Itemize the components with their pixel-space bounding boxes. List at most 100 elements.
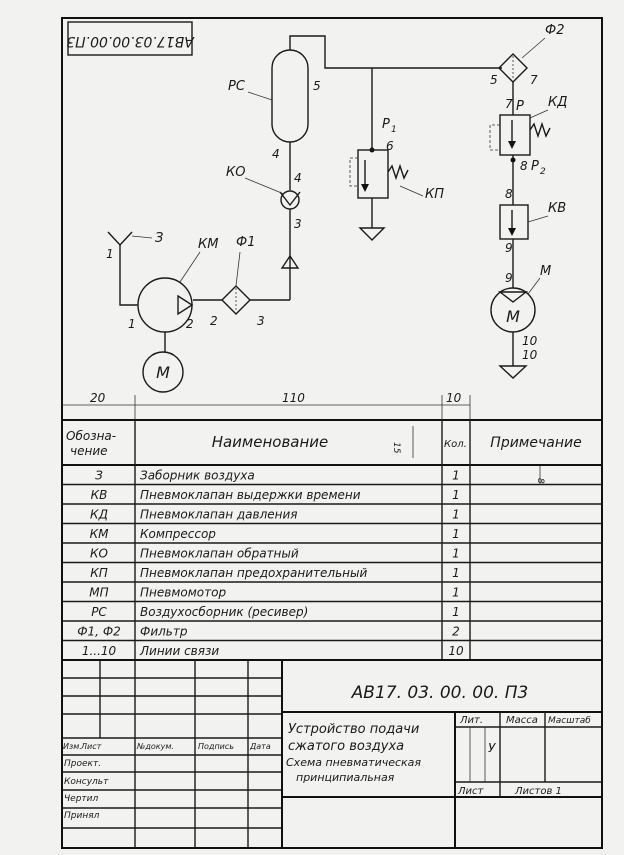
row-code: З xyxy=(95,469,103,483)
svg-text:8: 8 xyxy=(520,159,528,173)
row-qty: 2 xyxy=(452,625,460,639)
dimension-row: 20 110 10 15 8 xyxy=(62,391,545,484)
row-qty: 1 xyxy=(452,586,460,600)
svg-text:2: 2 xyxy=(540,167,546,177)
document-code: АВ17. 03. 00. 00. П3 xyxy=(351,683,529,703)
svg-text:У: У xyxy=(488,741,496,755)
sheet-frame xyxy=(61,17,603,849)
row-name: Пневмомотор xyxy=(140,586,226,600)
svg-text:чение: чение xyxy=(70,444,108,458)
row-code: КП xyxy=(90,566,108,580)
svg-text:принципиальная: принципиальная xyxy=(296,771,395,784)
compressor-symbol xyxy=(137,277,194,333)
row-name: Фильтр xyxy=(140,625,188,639)
svg-text:P: P xyxy=(382,117,390,132)
pneumatic-motor-symbol: М xyxy=(490,287,536,333)
spec-table: Обозна- чение Наименование Кол. Примечан… xyxy=(62,419,602,661)
svg-text:Ф1: Ф1 xyxy=(236,235,255,250)
svg-text:Консульт: Консульт xyxy=(64,777,109,787)
row-name: Компрессор xyxy=(140,527,216,541)
svg-text:КМ: КМ xyxy=(198,237,218,252)
row-code: КД xyxy=(90,508,108,522)
table-row: КО Пневмоклапан обратный 1 xyxy=(62,547,602,564)
air-intake-symbol xyxy=(107,231,133,247)
svg-text:Дата: Дата xyxy=(249,742,271,751)
row-name: Пневмоклапан выдержки времени xyxy=(140,488,361,502)
svg-text:Проект.: Проект. xyxy=(64,759,101,769)
stamp-code: АВ17.03.00.00.П3 xyxy=(66,33,195,49)
svg-text:1: 1 xyxy=(391,125,397,135)
svg-text:2: 2 xyxy=(210,314,218,328)
svg-text:Наименование: Наименование xyxy=(212,433,329,451)
svg-text:Лист: Лист xyxy=(80,742,102,751)
svg-text:5: 5 xyxy=(313,79,321,93)
row-qty: 1 xyxy=(452,469,460,483)
svg-text:4: 4 xyxy=(272,147,280,161)
svg-text:5: 5 xyxy=(490,73,498,87)
svg-text:Лист: Лист xyxy=(457,786,485,797)
table-row: РС Воздухосборник (ресивер) 1 xyxy=(62,605,602,622)
svg-text:9: 9 xyxy=(505,271,513,285)
svg-text:М: М xyxy=(156,363,170,382)
svg-text:3: 3 xyxy=(294,217,302,231)
row-qty: 1 xyxy=(452,566,460,580)
svg-text:Подпись: Подпись xyxy=(198,742,234,751)
row-code: РС xyxy=(91,605,107,619)
title-block: АВ17. 03. 00. 00. П3 Устройство подачи с… xyxy=(62,660,602,848)
svg-text:10: 10 xyxy=(446,391,462,405)
svg-text:Изм.: Изм. xyxy=(63,742,82,751)
svg-text:Примечание: Примечание xyxy=(490,435,581,451)
row-name: Воздухосборник (ресивер) xyxy=(140,605,308,619)
svg-text:Лит.: Лит. xyxy=(459,715,483,726)
row-code: 1...10 xyxy=(82,644,117,658)
svg-text:10: 10 xyxy=(522,348,538,362)
svg-text:З: З xyxy=(155,231,163,246)
row-name: Заборник воздуха xyxy=(140,469,255,483)
line-numbers: 1 1 2 2 3 3 4 4 5 5 6 7 7 8 8 9 9 10 10 xyxy=(106,73,538,362)
svg-text:Листов 1: Листов 1 xyxy=(514,786,562,797)
row-qty: 1 xyxy=(452,547,460,561)
row-name: Пневмоклапан предохранительный xyxy=(140,566,367,580)
svg-text:8: 8 xyxy=(505,187,513,201)
svg-text:сжатого воздуха: сжатого воздуха xyxy=(288,739,404,754)
svg-text:Устройство подачи: Устройство подачи xyxy=(288,722,419,737)
row-code: КМ xyxy=(90,527,110,541)
svg-text:М: М xyxy=(540,264,551,279)
svg-text:2: 2 xyxy=(186,317,194,331)
svg-text:Ф2: Ф2 xyxy=(545,23,564,38)
table-row: З Заборник воздуха 1 xyxy=(62,469,602,486)
svg-text:15: 15 xyxy=(391,442,401,454)
svg-text:Масса: Масса xyxy=(506,715,538,726)
top-stamp: АВ17.03.00.00.П3 xyxy=(66,21,195,56)
svg-text:110: 110 xyxy=(282,391,305,405)
svg-text:Масштаб: Масштаб xyxy=(548,716,591,726)
svg-text:РС: РС xyxy=(228,79,246,94)
table-row: КП Пневмоклапан предохранительный 1 xyxy=(62,566,602,583)
pressure-valve-symbol xyxy=(489,114,551,156)
svg-text:P: P xyxy=(516,99,524,114)
svg-text:Принял: Принял xyxy=(64,811,100,821)
row-name: Пневмоклапан обратный xyxy=(140,547,299,561)
svg-text:1: 1 xyxy=(106,247,114,261)
receiver-symbol xyxy=(271,49,309,143)
svg-text:Кол.: Кол. xyxy=(444,439,467,450)
row-qty: 10 xyxy=(448,644,464,658)
row-qty: 1 xyxy=(452,605,460,619)
filter-f2-symbol xyxy=(498,53,528,83)
svg-text:6: 6 xyxy=(386,139,394,153)
row-code: КВ xyxy=(91,488,108,502)
row-code: КО xyxy=(90,547,108,561)
svg-text:Схема пневматическая: Схема пневматическая xyxy=(286,756,421,769)
svg-text:Обозна-: Обозна- xyxy=(66,429,116,443)
row-code: Ф1, Ф2 xyxy=(77,625,121,639)
svg-text:Чертил: Чертил xyxy=(64,794,99,804)
svg-text:№докум.: №докум. xyxy=(136,742,174,751)
